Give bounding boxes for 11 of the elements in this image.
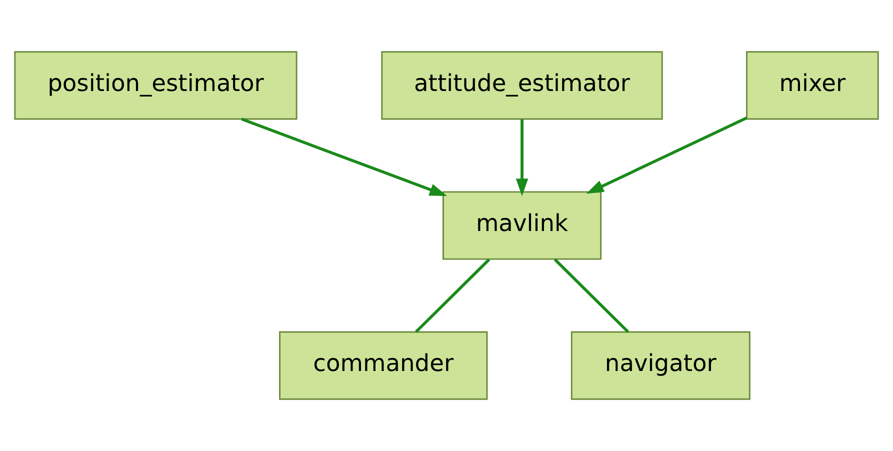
node-box: mixer — [746, 51, 879, 120]
node-box: navigator — [570, 331, 750, 400]
node-box: attitude_estimator — [381, 51, 663, 120]
connector — [554, 258, 630, 333]
arrow — [516, 119, 528, 196]
node-box: position_estimator — [14, 51, 298, 120]
connector — [414, 258, 490, 333]
node-box: commander — [279, 331, 488, 400]
arrow — [586, 116, 748, 194]
arrow — [241, 118, 448, 196]
node-box: mavlink — [442, 191, 602, 260]
